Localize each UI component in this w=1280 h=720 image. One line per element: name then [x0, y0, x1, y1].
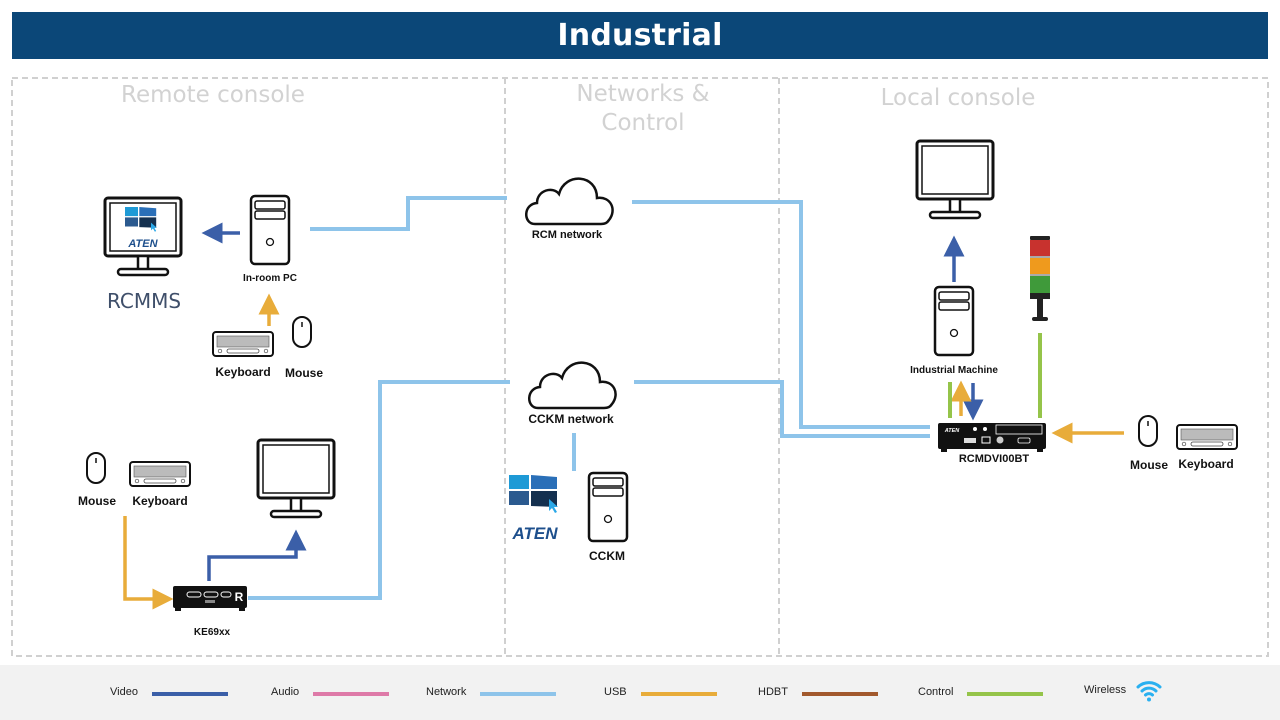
- mouse-ke-icon: [86, 452, 106, 484]
- rcm-network-cloud-icon: [524, 177, 614, 226]
- keyboard-ke-icon: [129, 461, 191, 487]
- video-links: [201, 222, 984, 581]
- legend-swatch-usb: [640, 692, 717, 696]
- legend-label: Control: [918, 686, 954, 698]
- legend-swatch-hdbt: [801, 692, 878, 696]
- legend-swatch-control: [967, 692, 1044, 696]
- keyboard-remote-icon: [212, 331, 274, 357]
- legend-label: USB: [604, 686, 627, 698]
- svg-text:R: R: [235, 590, 244, 604]
- link-cckm-rcmdvi: [634, 380, 930, 438]
- link-rcm-rcmdvi: [632, 200, 930, 429]
- cckm-network-label: CCKM network: [528, 412, 614, 426]
- legend-item-hdbt: HDBT: [758, 686, 878, 698]
- in-room-pc-icon: [249, 194, 291, 266]
- legend-item-video: Video: [110, 686, 228, 698]
- legend-item-wireless: Wireless: [1084, 678, 1162, 702]
- section-title-remote: Remote console: [121, 82, 305, 108]
- ke69xx-device-icon: R: [173, 586, 247, 611]
- rcmdvi00bt-device-icon: ATEN: [938, 423, 1046, 452]
- legend-label: Video: [110, 686, 138, 698]
- cckm-server-icon: [587, 471, 629, 543]
- cckm-label: CCKM: [589, 549, 625, 563]
- keyboard-local-label: Keyboard: [1178, 457, 1234, 471]
- legend-label: Network: [426, 686, 467, 698]
- industrial-machine-icon: [933, 285, 975, 357]
- legend-item-usb: USB: [604, 686, 717, 698]
- industrial-machine-label: Industrial Machine: [910, 365, 998, 376]
- section-frames: [11, 77, 1269, 657]
- mouse-local-label: Mouse: [1129, 458, 1169, 472]
- svg-text:ATEN: ATEN: [511, 524, 558, 543]
- legend-item-network: Network: [426, 686, 557, 698]
- link-pc-rcm: [310, 196, 507, 231]
- network-links: [248, 196, 930, 600]
- rcmms-label: RCMMS: [106, 289, 182, 313]
- local-monitor-icon: [915, 139, 995, 220]
- legend: Video Audio Network USB HDBT Control Wir…: [0, 665, 1280, 720]
- keyboard-ke-label: Keyboard: [132, 494, 188, 508]
- mouse-remote-icon: [292, 316, 312, 348]
- in-room-pc-label: In-room PC: [243, 273, 297, 284]
- mouse-remote-label: Mouse: [284, 366, 324, 380]
- mouse-local-icon: [1138, 415, 1158, 447]
- ke69xx-label: KE69xx: [193, 627, 231, 638]
- legend-swatch-audio: [313, 692, 390, 696]
- rcm-network-label: RCM network: [531, 229, 603, 241]
- mouse-ke-label: Mouse: [77, 494, 117, 508]
- section-title-networks-1: Networks &: [576, 81, 710, 107]
- legend-label: HDBT: [758, 686, 788, 698]
- legend-item-control: Control: [918, 686, 1044, 698]
- keyboard-remote-label: Keyboard: [215, 365, 271, 379]
- legend-label: Audio: [271, 686, 300, 698]
- page-title: Industrial: [12, 12, 1268, 59]
- svg-text:ATEN: ATEN: [944, 428, 961, 434]
- usb-links: [123, 293, 1124, 610]
- legend-swatch-video: [151, 692, 228, 696]
- cckm-network-cloud-icon: [527, 361, 617, 410]
- wifi-icon: [1136, 681, 1162, 702]
- keyboard-local-icon: [1176, 424, 1238, 450]
- section-title-networks-2: Control: [601, 110, 685, 136]
- aten-cckm-logo-icon: ATEN: [509, 475, 558, 543]
- rcmms-monitor-icon: ATEN: [103, 196, 183, 277]
- ke-monitor-icon: [256, 438, 336, 519]
- legend-swatch-network: [480, 692, 557, 696]
- legend-item-audio: Audio: [271, 686, 390, 698]
- link-ke-cckm: [248, 380, 510, 600]
- legend-label: Wireless: [1084, 684, 1127, 696]
- signal-tower-icon: [1030, 236, 1050, 321]
- section-title-local: Local console: [880, 85, 1036, 111]
- rcmdvi00bt-label: RCMDVI00BT: [958, 453, 1030, 465]
- svg-text:ATEN: ATEN: [127, 238, 158, 250]
- control-links: [948, 333, 1042, 418]
